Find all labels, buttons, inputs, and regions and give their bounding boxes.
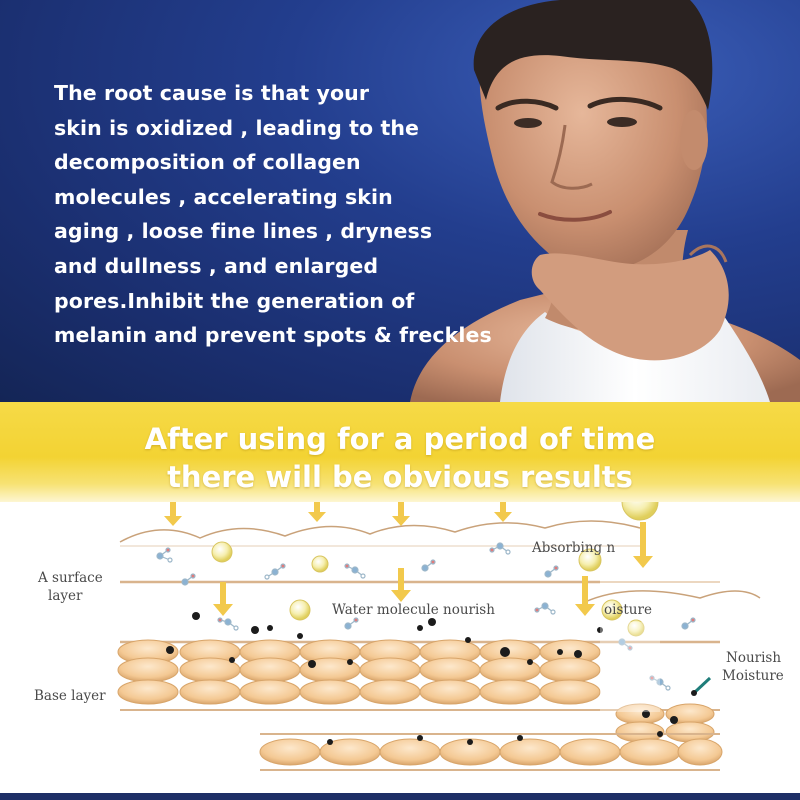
skin-layers-illustration — [117, 483, 761, 771]
hero-panel: The root cause is that your skin is oxid… — [0, 0, 800, 402]
banner-line-2: there will be obvious results — [167, 460, 633, 494]
arrows — [164, 502, 653, 616]
intro-line: melanin and prevent spots & freckles — [54, 323, 492, 348]
intro-line: molecules , accelerating skin — [54, 184, 393, 209]
cells-row-3 — [259, 738, 723, 766]
base-layer-label: Base layer — [34, 688, 106, 704]
skin-diagram: A surface layer Base layer Absorbing n W… — [0, 483, 800, 800]
intro-line: decomposition of collagen — [54, 150, 361, 175]
absorbing-label: Absorbing n — [532, 540, 616, 556]
surface-layer-label-2: layer — [48, 588, 83, 604]
results-banner: After using for a period of time there w… — [0, 402, 800, 502]
nourish-label: Nourish — [726, 650, 782, 666]
intro-line: and dullness , and enlarged — [54, 253, 379, 278]
intro-paragraph: The root cause is that your skin is oxid… — [54, 76, 494, 353]
moisture-label: oisture — [604, 602, 652, 618]
intro-line: aging , loose fine lines , dryness — [54, 219, 433, 244]
intro-line: skin is oxidized , leading to the — [54, 115, 420, 140]
intro-line: The root cause is that your — [54, 81, 370, 105]
molecules — [156, 542, 696, 691]
man-portrait — [410, 0, 800, 402]
banner-line-1: After using for a period of time — [144, 422, 656, 456]
cells-row-1 — [117, 639, 601, 705]
surface-layer-label: A surface — [38, 570, 103, 586]
intro-line: pores.Inhibit the generation of — [54, 288, 415, 313]
water-molecule-label: Water molecule nourish — [332, 602, 495, 618]
melanin-spots — [166, 612, 678, 745]
surface-arcs — [119, 520, 761, 603]
moisture-label-2: Moisture — [722, 668, 784, 684]
bottom-bar — [0, 793, 800, 800]
cells-row-2 — [615, 703, 715, 743]
